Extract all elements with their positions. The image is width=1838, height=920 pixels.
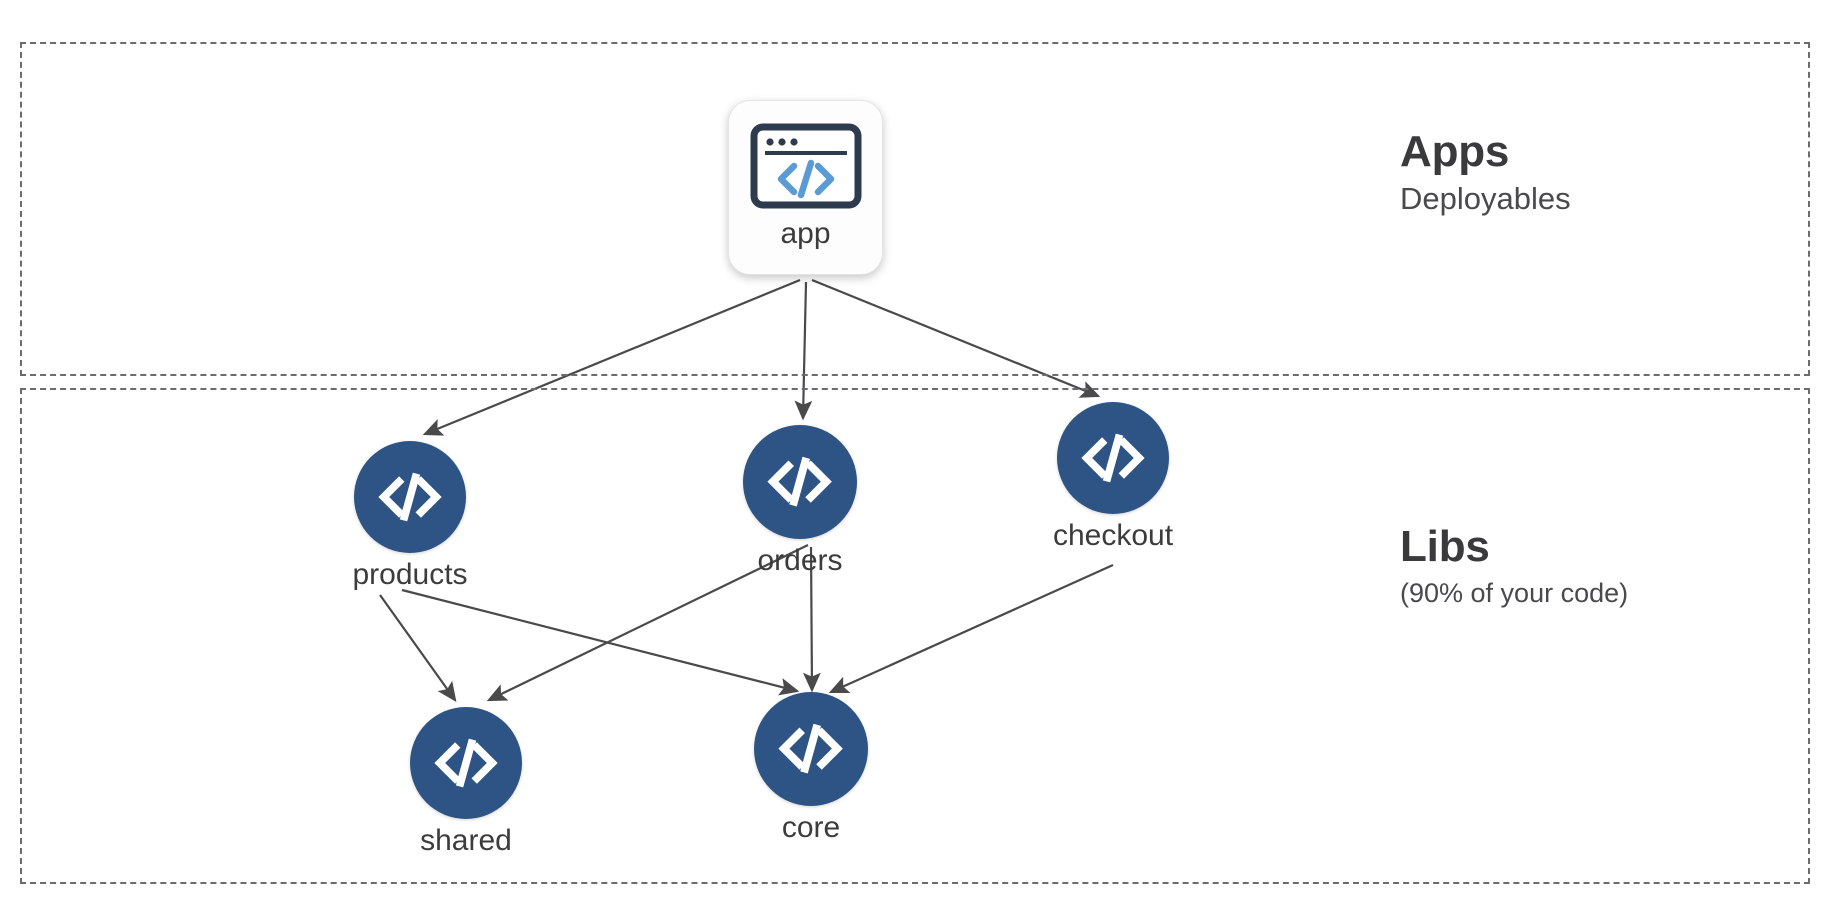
node-app-label: app [780,217,831,250]
node-orders-label: orders [757,544,843,577]
edge-products-to-shared [379,594,457,703]
code-brackets-icon [754,692,868,806]
zone-apps-caption: Apps Deployables [1400,128,1571,215]
code-brackets-icon [1057,402,1169,514]
edge-app-to-checkout [811,278,1101,398]
zone-libs-title: Libs [1400,522,1490,571]
node-shared[interactable]: shared [410,707,522,856]
node-orders[interactable]: orders [743,425,857,576]
zone-libs-caption: Libs (90% of your code) [1400,523,1628,608]
node-checkout[interactable]: checkout [1053,402,1173,551]
code-brackets-icon [410,707,522,819]
edge-products-to-core [401,588,800,696]
node-core[interactable]: core [754,692,868,843]
edge-orders-to-core [802,546,821,693]
code-brackets-icon [354,441,466,553]
node-app[interactable]: app [728,100,883,275]
zone-apps-subtitle: Deployables [1400,180,1571,216]
node-products[interactable]: products [352,441,468,591]
edge-app-to-products [422,278,801,436]
zone-libs-frame [20,388,1810,884]
node-products-label: products [352,558,468,591]
zone-libs-subtitle: (90% of your code) [1400,577,1629,608]
edge-app-to-orders [794,281,813,421]
code-brackets-icon [743,425,857,539]
node-core-label: core [781,811,841,844]
zone-apps-frame [20,42,1810,376]
edge-checkout-to-core [828,563,1114,694]
node-checkout-label: checkout [1052,519,1174,552]
zone-apps-title: Apps [1400,127,1510,176]
browser-window-code-icon [750,123,862,209]
node-shared-label: shared [420,824,512,857]
edge-layer [379,278,1114,703]
edge-orders-to-shared [486,544,809,702]
